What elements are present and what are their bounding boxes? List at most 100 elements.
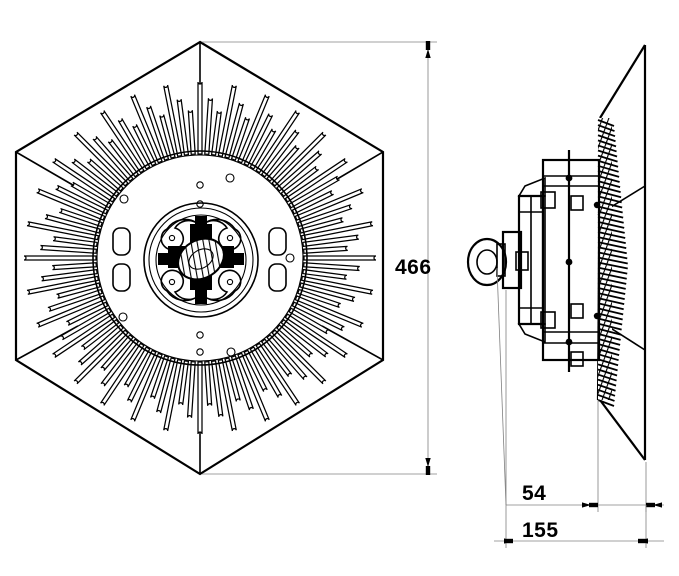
heatsink-fin bbox=[41, 268, 98, 282]
side-heatsink-fin bbox=[597, 129, 616, 138]
heatsink-fin bbox=[204, 98, 214, 156]
side-heatsink-fin bbox=[597, 363, 618, 372]
heatsink-fin bbox=[146, 105, 170, 161]
side-heatsink-fin bbox=[597, 388, 616, 397]
heatsink-fin bbox=[52, 262, 98, 271]
dimension-label-466: 466 bbox=[395, 256, 432, 279]
heatsink-fin bbox=[237, 94, 270, 164]
side-heatsink-fin bbox=[597, 287, 626, 295]
side-heatsink-fin bbox=[597, 164, 619, 173]
heatsink-fin bbox=[159, 114, 176, 159]
heatsink-fin bbox=[299, 282, 356, 302]
side-heatsink-fin bbox=[597, 317, 623, 326]
heatsink-fin bbox=[52, 313, 116, 358]
heatsink-fin bbox=[266, 144, 300, 183]
side-heatsink-fin bbox=[597, 332, 621, 341]
heatsink-fin bbox=[117, 118, 151, 170]
heatsink-fin bbox=[149, 355, 170, 399]
heatsink-fin bbox=[178, 360, 190, 406]
heatsink-fin bbox=[26, 221, 100, 241]
heatsink-fin bbox=[23, 255, 97, 261]
heatsink-base-plate bbox=[92, 150, 308, 366]
side-heatsink-fin bbox=[597, 134, 616, 143]
heatsink-fin bbox=[260, 338, 293, 378]
side-heatsink-fin bbox=[597, 246, 627, 255]
heatsink-fin bbox=[302, 234, 359, 248]
heatsink-fin bbox=[291, 301, 345, 332]
heatsink-fin bbox=[36, 188, 106, 221]
heatsink-fin bbox=[255, 110, 300, 174]
heatsink-fin bbox=[302, 245, 348, 254]
side-heatsink-fin bbox=[597, 358, 619, 367]
heatsink-fin bbox=[302, 262, 360, 272]
heatsink-fin bbox=[288, 307, 330, 335]
radial-heatsink-fins bbox=[23, 81, 377, 435]
heatsink-fin bbox=[243, 113, 274, 167]
side-heatsink-fin bbox=[597, 124, 615, 132]
side-heatsink-fin bbox=[597, 383, 616, 392]
side-heatsink-fin bbox=[597, 338, 621, 346]
side-heatsink-fin bbox=[597, 205, 623, 214]
heatsink-fin bbox=[291, 190, 334, 215]
heatsink-fin bbox=[44, 214, 101, 234]
side-heatsink-fin bbox=[597, 185, 621, 194]
side-heatsink-fin bbox=[597, 307, 624, 316]
heatsink-fin bbox=[260, 129, 300, 178]
dimension-overall-height: 466 bbox=[202, 41, 437, 475]
side-heatsink-fin bbox=[597, 180, 621, 188]
side-heatsink-fin bbox=[597, 159, 619, 168]
heatsink-fin bbox=[130, 352, 163, 422]
heatsink-fin bbox=[197, 81, 203, 155]
heatsink-fin bbox=[243, 349, 268, 392]
heatsink-fin bbox=[100, 338, 140, 387]
side-heatsink-fin bbox=[597, 327, 622, 336]
side-heatsink-fin bbox=[597, 312, 623, 321]
side-heatsink-fin bbox=[597, 226, 625, 234]
heatsink-fin bbox=[107, 138, 140, 178]
heatsink-fin bbox=[77, 324, 125, 366]
heatsink-fin bbox=[26, 275, 100, 295]
heatsink-fin bbox=[130, 94, 163, 164]
heatsink-fin bbox=[73, 329, 129, 385]
heatsink-fin bbox=[299, 217, 344, 234]
heatsink-fin bbox=[294, 188, 364, 221]
side-heatsink-fin bbox=[597, 190, 622, 199]
heatsink-fin bbox=[66, 301, 109, 326]
heatsink-fin bbox=[217, 358, 237, 432]
heatsink-fin bbox=[204, 360, 213, 406]
heatsink-fin bbox=[300, 275, 374, 295]
heatsink-fin bbox=[255, 342, 300, 406]
heatsink-fin bbox=[230, 355, 254, 411]
heatsink-fin bbox=[300, 221, 374, 241]
side-heatsink-fin bbox=[597, 200, 623, 209]
heatsink-fin bbox=[60, 307, 112, 341]
heatsink-fin bbox=[271, 131, 327, 187]
heatsink-fin bbox=[249, 128, 277, 170]
heatsink-fin bbox=[86, 158, 125, 192]
dimension-overall-depth: 155 bbox=[494, 290, 664, 548]
side-heatsink-fin bbox=[597, 215, 624, 224]
side-heatsink-fin bbox=[597, 241, 627, 250]
heatsink-fin bbox=[275, 324, 314, 358]
side-heatsink-fin bbox=[597, 276, 627, 285]
heatsink-fin bbox=[210, 360, 224, 417]
heatsink-fin bbox=[126, 349, 157, 403]
heatsink-fin bbox=[132, 124, 157, 167]
heatsink-fin bbox=[100, 333, 134, 372]
side-heatsink-fin bbox=[597, 195, 622, 204]
heatsink-fin bbox=[186, 360, 196, 418]
base-plate-slot-vents bbox=[112, 227, 287, 292]
heatsink-fin bbox=[302, 268, 348, 280]
side-heatsink-fin bbox=[597, 210, 624, 219]
side-heatsink-fin bbox=[597, 231, 626, 239]
heatsink-fin bbox=[40, 244, 98, 254]
heatsink-fin bbox=[36, 295, 106, 328]
heatsink-fin bbox=[237, 352, 270, 422]
heatsink-fin bbox=[284, 158, 348, 203]
heatsink-fin bbox=[197, 361, 203, 435]
central-driver-hub bbox=[143, 202, 259, 318]
heatsink-fin bbox=[187, 110, 196, 156]
side-heatsink-fin bbox=[597, 399, 615, 407]
heatsink-fin bbox=[70, 181, 112, 209]
side-heatsink-fin bbox=[597, 251, 628, 260]
